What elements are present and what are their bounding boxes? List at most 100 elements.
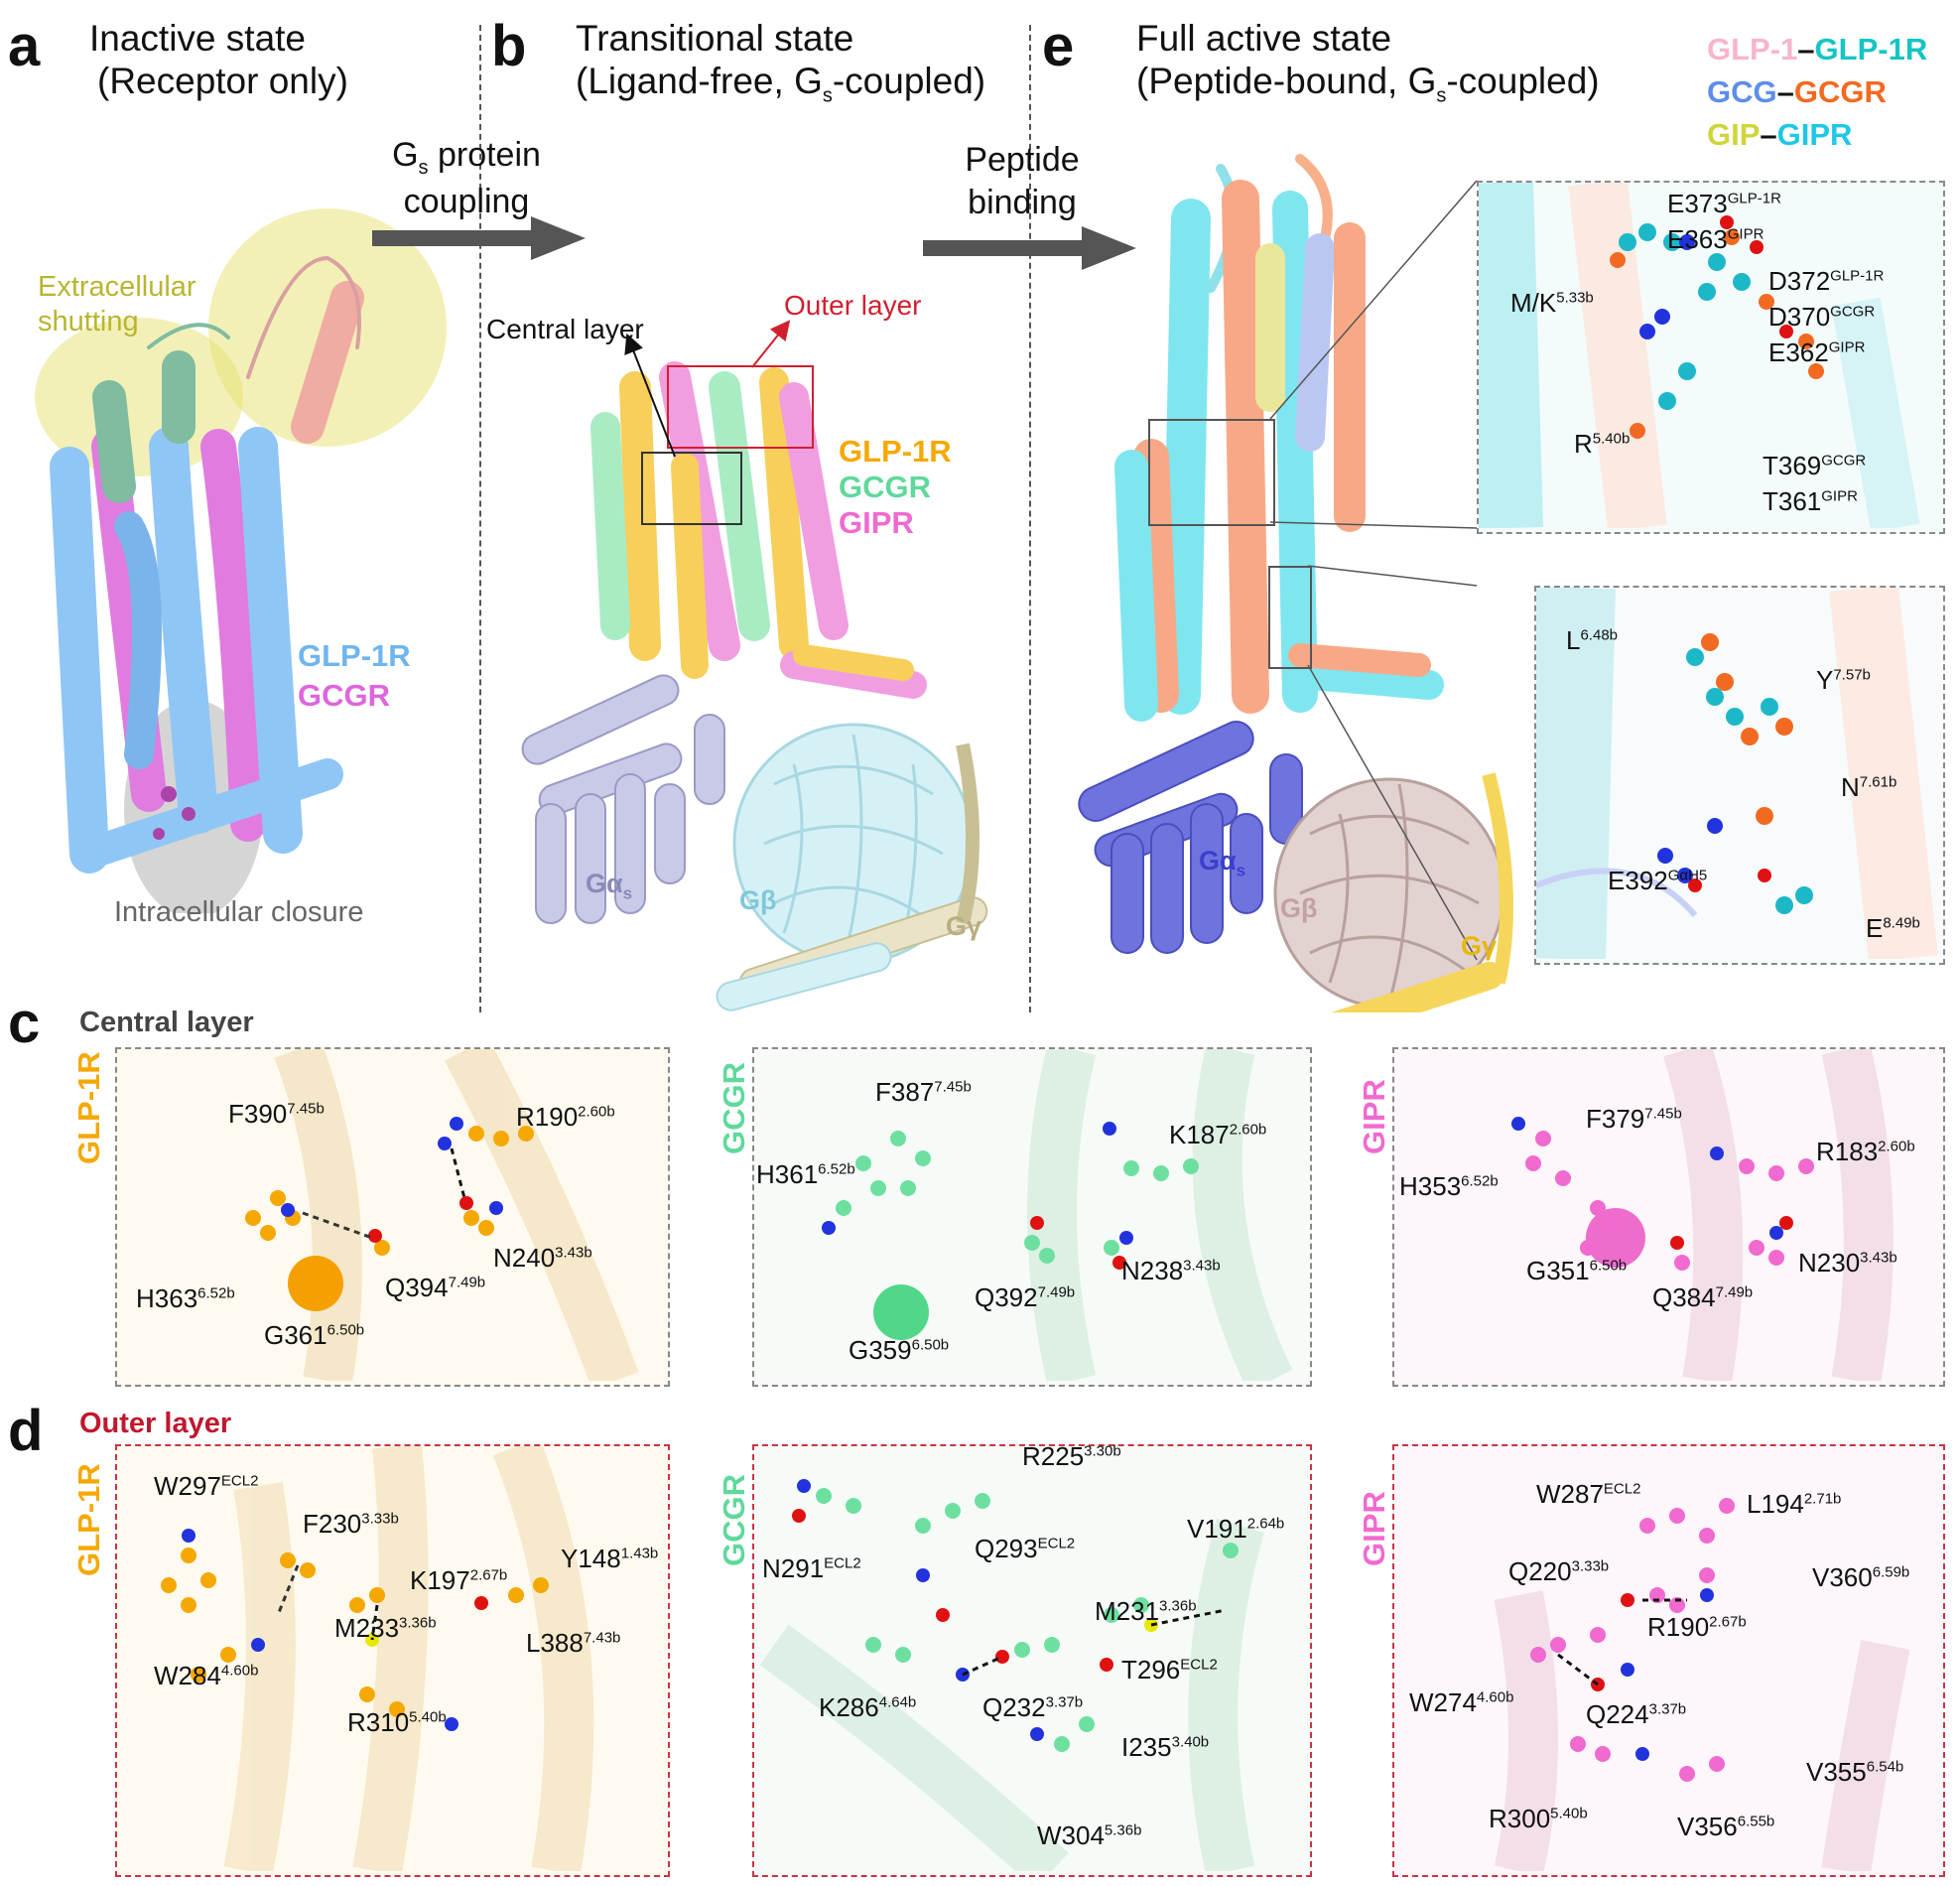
lbl-sup: 3.43b — [1183, 1257, 1221, 1275]
panel-d-drawings — [161, 1446, 1910, 1871]
glp1r-g361-sphere — [288, 1256, 343, 1311]
lbl-text: K197 — [410, 1565, 470, 1595]
panel-e-subtitle-pre: (Peptide-bound, G — [1136, 60, 1437, 101]
panel-e-letter: e — [1042, 14, 1075, 78]
d-glp1r-l388: L3887.43b — [526, 1628, 620, 1659]
lbl-sup: 7.61b — [1859, 773, 1897, 791]
lbl-sup: 4.64b — [878, 1693, 917, 1711]
lbl-sup: 3.37b — [1045, 1693, 1084, 1711]
d-gcgr-k286: K2864.64b — [819, 1692, 916, 1723]
arrow-ab — [372, 216, 586, 260]
divider-be — [1029, 25, 1031, 1012]
c-glp1r-n240: N2403.43b — [493, 1243, 592, 1274]
c-gcgr-f387: F3877.45b — [875, 1077, 972, 1108]
lbl-text: Q220 — [1508, 1556, 1572, 1586]
lbl-sup: 7.43b — [583, 1629, 621, 1647]
d-glp1r-y148: Y1481.43b — [561, 1544, 658, 1574]
c-gipr-q384: Q3847.49b — [1652, 1282, 1753, 1313]
panel-e-subtitle-sub: s — [1436, 83, 1447, 106]
lbl-text: R — [1574, 429, 1593, 459]
lbl-text: M233 — [334, 1613, 400, 1643]
lbl-text: G351 — [1526, 1256, 1590, 1285]
panel-b-structure — [521, 361, 988, 1011]
lbl-sup: ECL2 — [1603, 1480, 1641, 1498]
lbl-sup: 7.49b — [1715, 1283, 1754, 1301]
lbl-sup: GCGR — [1830, 303, 1876, 321]
panel-e-legend-2: GCG–GCGR — [1707, 74, 1887, 109]
lbl-sup: 3.37b — [1648, 1700, 1687, 1718]
lbl-text: Q232 — [982, 1692, 1046, 1722]
central-layer-box — [641, 452, 742, 525]
inset-top-label-t361: T361GIPR — [1763, 486, 1858, 517]
lbl-text: T369 — [1763, 451, 1822, 480]
panel-d-letter: d — [8, 1399, 44, 1463]
lbl-text: F390 — [228, 1099, 288, 1129]
lbl-sup: 2.67b — [1709, 1613, 1747, 1631]
d-gipr-l194: L1942.71b — [1747, 1489, 1841, 1520]
lbl-sup: 6.54b — [1866, 1758, 1904, 1776]
panel-e-zoom-box-bottom — [1268, 566, 1312, 669]
arrow-ab-text-line2: coupling — [403, 182, 530, 220]
inset-bottom-label-e392: E392GαH5 — [1608, 866, 1707, 896]
lbl-text: R190 — [1647, 1612, 1710, 1642]
panel-a-letter: a — [8, 14, 41, 78]
lbl-text: W274 — [1409, 1687, 1477, 1717]
panel-b-title: Transitional state (Ligand-free, Gs-coup… — [576, 18, 985, 107]
inset-top-label-e362: E362GIPR — [1768, 337, 1865, 368]
lbl-text: Q394 — [385, 1273, 449, 1302]
lbl-sup: GCGR — [1821, 452, 1867, 470]
c-gcgr-g359: G3596.50b — [849, 1335, 949, 1366]
lbl-sup: 6.52b — [197, 1284, 235, 1302]
lbl-sup: GIPR — [1727, 225, 1764, 243]
lbl-text: R190 — [516, 1102, 579, 1132]
gcgr-g359-sphere — [873, 1284, 929, 1340]
panel-a-title-text: Inactive state — [89, 18, 307, 59]
panel-b-ggamma-label: Gγ — [946, 911, 982, 941]
lbl-sup: GLP-1R — [1727, 190, 1781, 207]
lbl-sup: ECL2 — [824, 1554, 861, 1572]
gipr-g351-sphere — [1586, 1208, 1645, 1268]
lbl-sup: 5.40b — [1550, 1805, 1588, 1822]
lbl-sup: 6.50b — [327, 1321, 365, 1339]
lbl-sup: ECL2 — [220, 1472, 259, 1490]
lbl-sup: 2.60b — [578, 1103, 615, 1121]
central-layer-label: Central layer — [486, 314, 644, 344]
c-gipr-n230: N2303.43b — [1798, 1248, 1897, 1279]
inset-bottom-label-n: N7.61b — [1841, 772, 1896, 803]
panel-e-ggamma-label: Gγ — [1461, 931, 1498, 961]
inset-top-label-r: R5.40b — [1574, 429, 1630, 460]
panel-b-legend-gcgr: GCGR — [839, 470, 931, 504]
lbl-text: E363 — [1667, 224, 1728, 254]
c-glp1r-r190: R1902.60b — [516, 1102, 615, 1133]
lbl-text: N238 — [1121, 1256, 1184, 1285]
d-gipr-r190: R1902.67b — [1647, 1612, 1747, 1643]
lbl-sup: 4.60b — [220, 1662, 259, 1680]
lbl-text: Y148 — [561, 1544, 621, 1573]
lbl-text: Q384 — [1652, 1282, 1716, 1312]
lbl-text: R225 — [1022, 1441, 1085, 1471]
lbl-sup: GLP-1R — [1830, 267, 1885, 285]
legend-gcg: GCG — [1707, 74, 1777, 109]
panel-c-section-title: Central layer — [79, 1007, 254, 1038]
panel-a-legend-gcgr: GCGR — [298, 678, 390, 713]
divider-ab — [479, 25, 481, 1012]
d-gcgr-i235: I2353.40b — [1121, 1732, 1209, 1763]
lbl-text: G361 — [264, 1320, 327, 1350]
d-gipr-v360: V3606.59b — [1812, 1562, 1909, 1593]
lbl-text: E373 — [1667, 189, 1728, 218]
d-gcgr-w304: W3045.36b — [1037, 1820, 1141, 1851]
lbl-text: V355 — [1806, 1757, 1867, 1787]
lbl-sup: 7.45b — [934, 1078, 972, 1096]
lbl-sup: 2.60b — [1229, 1121, 1267, 1139]
panel-b-galpha-sub: s — [622, 883, 633, 903]
legend-glp1r: GLP-1R — [1814, 32, 1928, 67]
arrow-be-text-1: Peptide — [965, 141, 1080, 179]
d-gcgr-v191: V1912.64b — [1187, 1514, 1284, 1545]
lbl-sup: 6.50b — [911, 1336, 950, 1354]
lbl-text: N240 — [493, 1243, 556, 1273]
lbl-text: H353 — [1399, 1171, 1462, 1201]
lbl-text: N — [1841, 772, 1860, 802]
arrow-ab-label: Gs protein coupling — [372, 134, 561, 222]
lbl-sup: 3.33b — [361, 1510, 399, 1528]
lbl-sup: ECL2 — [1037, 1535, 1076, 1552]
